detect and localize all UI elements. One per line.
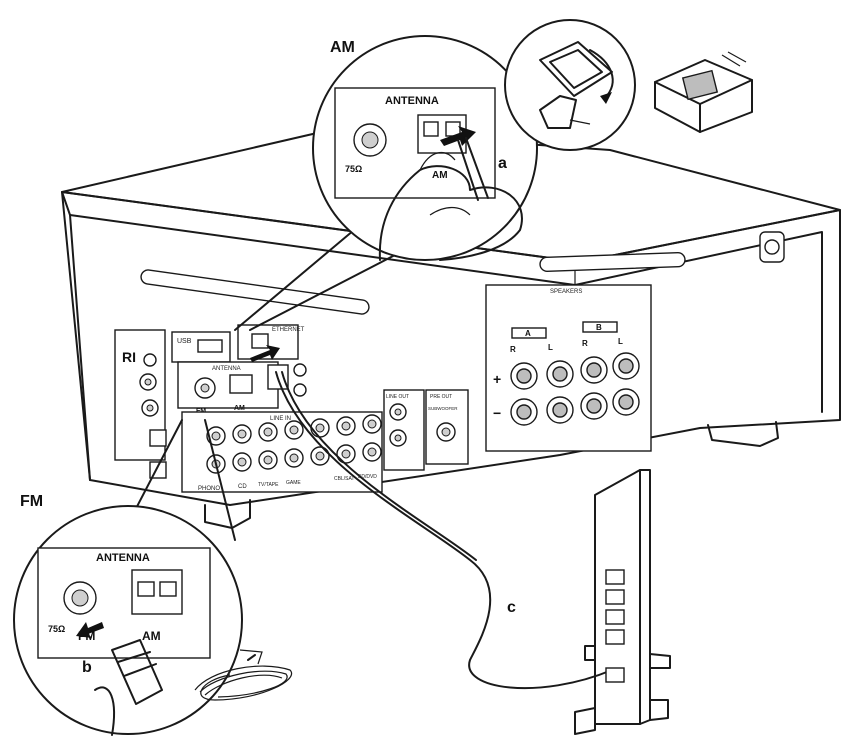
line-out-label: LINE OUT — [386, 394, 409, 400]
line-in-label: LINE IN — [270, 416, 291, 422]
bd-dvd-label: BD/DVD — [358, 474, 377, 480]
am-zoom-am-label: AM — [432, 170, 448, 181]
router-wan-port — [605, 667, 625, 683]
minus-label: − — [493, 405, 501, 421]
speakers-label: SPEAKERS — [550, 289, 582, 295]
lan-cable — [275, 371, 613, 690]
ethernet-label: ETHERNET — [272, 327, 305, 333]
line-out-section — [383, 389, 425, 471]
fm-zoom-ohm-label: 75Ω — [48, 624, 65, 634]
subwoofer-label: SUBWOOFER — [428, 406, 458, 411]
network-router — [574, 469, 671, 735]
callout-c: c — [507, 599, 516, 616]
fm-zoom-circle: ANTENNA 75Ω FM AM — [13, 505, 243, 736]
am-title: AM — [330, 39, 355, 56]
svg-text:RI: RI — [122, 349, 136, 365]
phono-label: PHONO — [198, 486, 220, 492]
optical-port-icon — [149, 429, 167, 447]
speaker-b-label: B — [596, 323, 602, 332]
rotate-arrow-icon — [600, 92, 612, 104]
av-receiver: RI USB ETHERNET ANTENNA FM AM LINE IN — [61, 129, 841, 529]
pre-out-label: PRE OUT — [430, 394, 452, 400]
am-antenna-terminal — [229, 374, 253, 394]
ethernet-port — [251, 333, 269, 349]
plus-label: + — [493, 371, 501, 387]
am-loop-antenna-detail — [504, 19, 636, 151]
l-label: L — [548, 343, 553, 352]
am-zoom-ohm-label: 75Ω — [345, 164, 362, 174]
am-loop-antenna-assembled — [654, 51, 753, 133]
am-zoom-circle: ANTENNA 75Ω AM — [312, 35, 538, 261]
callout-b: b — [82, 659, 92, 676]
vent-slot — [140, 269, 370, 315]
router-port — [605, 609, 625, 625]
foot-right — [707, 421, 779, 447]
hand-icon — [378, 165, 523, 261]
usb-label: USB — [177, 338, 192, 345]
arrow-icon — [76, 622, 104, 638]
speaker-terminals — [510, 352, 640, 426]
r-label: R — [582, 339, 588, 348]
fm-plug-icon — [111, 639, 163, 705]
game-label: GAME — [286, 480, 301, 486]
speaker-a-label: A — [525, 329, 531, 338]
vent-slot — [539, 251, 686, 272]
router-port — [605, 629, 625, 645]
router-port — [605, 589, 625, 605]
fm-zoom-am-label: AM — [142, 629, 161, 643]
tv-tape-label: TV/TAPE — [258, 482, 279, 488]
usb-port — [197, 339, 223, 353]
fm-zoom-antenna-label: ANTENNA — [96, 552, 150, 564]
fm-title: FM — [20, 493, 43, 510]
r-label: R — [510, 345, 516, 354]
cbl-sat-label: CBL/SAT — [334, 476, 354, 482]
antenna-label: ANTENNA — [212, 366, 241, 372]
cd-label: CD — [238, 484, 247, 490]
fm-wire-antenna — [194, 649, 293, 701]
callout-a: a — [498, 155, 507, 172]
am-zoom-antenna-label: ANTENNA — [385, 95, 439, 107]
rca-jacks-row-top — [206, 414, 382, 446]
l-label: L — [618, 337, 623, 346]
router-port — [605, 569, 625, 585]
arrow-icon — [250, 345, 280, 362]
am-label: AM — [234, 405, 245, 412]
